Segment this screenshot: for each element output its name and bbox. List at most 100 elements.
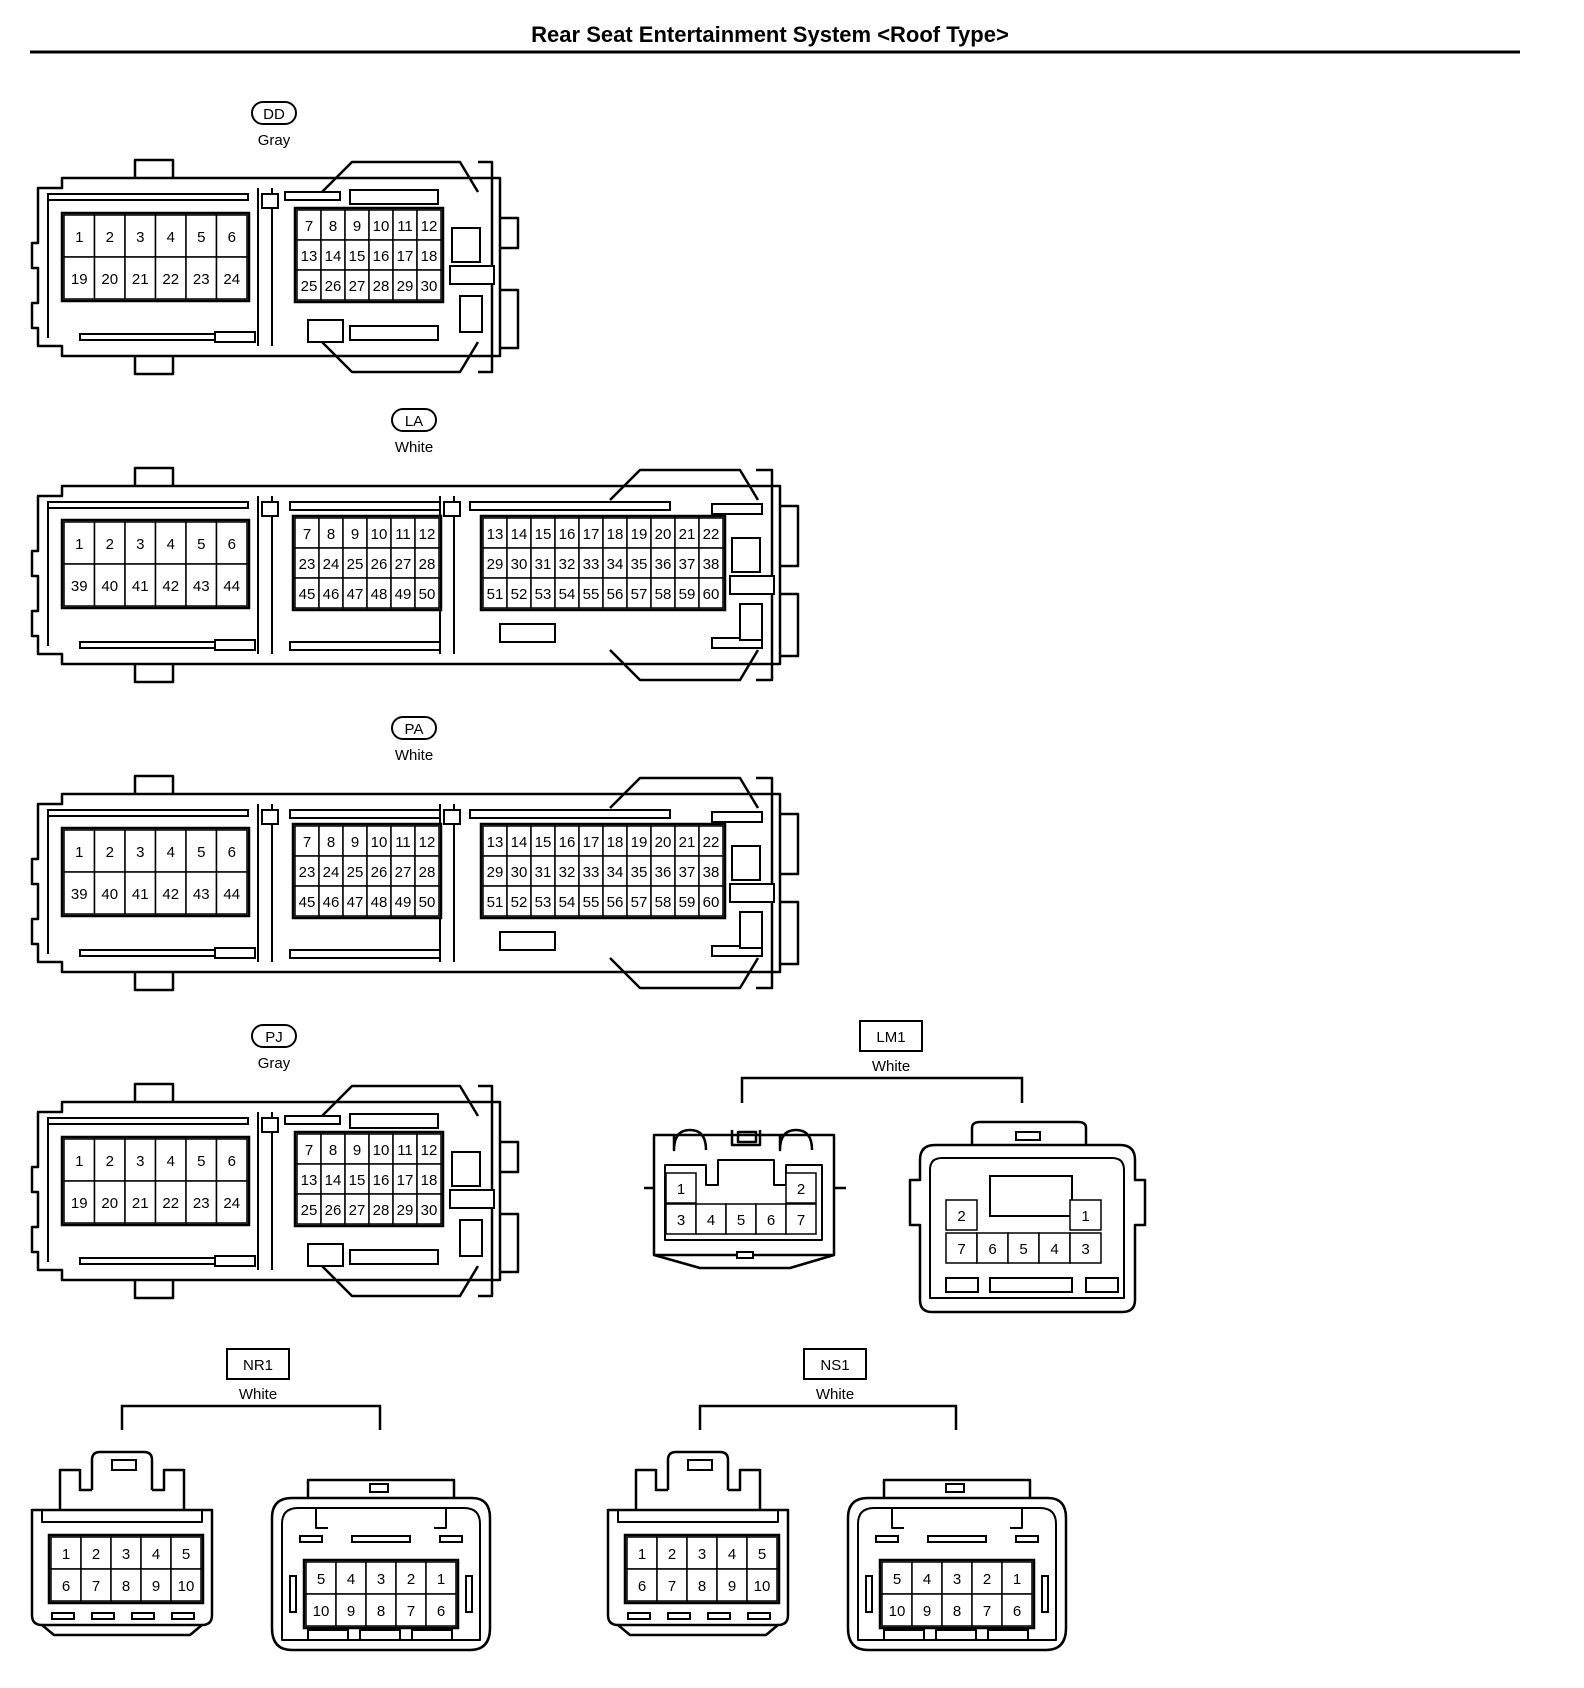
slot — [284, 191, 341, 201]
slot — [369, 1483, 389, 1493]
pin-number: 7 — [305, 218, 313, 235]
pin-number: 9 — [347, 1603, 355, 1620]
pin-cell — [154, 214, 187, 258]
pin-number: 18 — [421, 1172, 438, 1189]
pin-number: 4 — [923, 1571, 931, 1588]
connector-lm1-male — [644, 1128, 846, 1270]
hook — [672, 1128, 814, 1152]
pin-cell — [698, 577, 724, 609]
pin-number: 1 — [75, 844, 83, 861]
pin-number: 16 — [373, 248, 390, 265]
pin-cell — [93, 829, 126, 873]
slot — [687, 1459, 713, 1471]
pin-cell — [368, 209, 394, 241]
pin-number: 11 — [397, 1142, 413, 1159]
slot — [707, 1612, 731, 1620]
pin-cell — [215, 563, 248, 607]
pin-cell — [154, 829, 187, 873]
pin-number: 11 — [395, 526, 411, 543]
pin-cell — [416, 1133, 442, 1165]
pin-number: 30 — [511, 556, 528, 573]
pin-number: 45 — [299, 894, 316, 911]
label-la: LA White — [391, 408, 437, 456]
rail-slot — [289, 501, 441, 511]
pin-number: 20 — [101, 271, 118, 288]
pin-number: 11 — [397, 218, 413, 235]
pin-cell — [318, 825, 344, 857]
pin-cell — [530, 885, 556, 917]
pin-number: 28 — [373, 1202, 390, 1219]
pin-number: 10 — [754, 1578, 771, 1595]
body-outline — [321, 160, 480, 193]
pin-number: 16 — [559, 834, 576, 851]
pin-number: 4 — [167, 536, 175, 553]
pin-number: 6 — [228, 536, 236, 553]
pin-number: 27 — [349, 278, 366, 295]
pin-number: 55 — [583, 586, 600, 603]
label-ns1: NS1 White — [698, 1348, 958, 1430]
body-outline — [908, 1143, 1147, 1314]
pin-number: 1 — [75, 536, 83, 553]
body-outline — [133, 1082, 175, 1102]
pin-number: 44 — [223, 578, 240, 595]
body-outline — [270, 1496, 492, 1652]
pin-number: 4 — [728, 1546, 736, 1563]
pin-number: 50 — [419, 894, 436, 911]
pin-number: 1 — [62, 1546, 70, 1563]
pin-cell — [425, 1593, 457, 1627]
pin-cell — [390, 885, 416, 917]
pin-number: 1 — [638, 1546, 646, 1563]
pin-cell — [368, 269, 394, 301]
label-pa: PA White — [391, 716, 437, 764]
pin-number: 2 — [407, 1571, 415, 1588]
pin-number: 9 — [728, 1578, 736, 1595]
body-outline — [846, 1496, 1068, 1652]
pin-cell — [110, 1568, 142, 1602]
pin-cell — [554, 825, 580, 857]
pin-number: 2 — [983, 1571, 991, 1588]
label-lm1: LM1 White — [740, 1020, 1024, 1103]
slot — [499, 623, 556, 643]
pin-cell — [124, 1138, 157, 1182]
pin-number: 3 — [377, 1571, 385, 1588]
pin-number: 7 — [983, 1603, 991, 1620]
pin-number: 1 — [677, 1181, 685, 1198]
pin-number: 29 — [487, 864, 504, 881]
body-outline — [609, 468, 760, 501]
pin-number: 3 — [136, 229, 144, 246]
pin-number: 60 — [703, 894, 720, 911]
pin-number: 52 — [511, 894, 528, 911]
pin-number: 16 — [559, 526, 576, 543]
pin-cell — [482, 547, 508, 579]
slot — [739, 911, 763, 949]
pin-number: 5 — [893, 1571, 901, 1588]
pin-cell — [506, 577, 532, 609]
body-outline — [609, 776, 760, 809]
pin-cell — [63, 563, 96, 607]
body-outline — [30, 1100, 502, 1282]
slot — [443, 809, 461, 825]
pin-number: 16 — [373, 1172, 390, 1189]
pin-number: 29 — [397, 278, 414, 295]
body-outline — [500, 1140, 520, 1274]
pin-number: 38 — [703, 864, 720, 881]
pin-number: 25 — [301, 1202, 318, 1219]
pin-cell — [342, 885, 368, 917]
pin-number: 33 — [583, 556, 600, 573]
pin-number: 30 — [421, 1202, 438, 1219]
connector-pa — [30, 774, 800, 992]
pin-cell — [725, 1203, 757, 1235]
slot — [349, 325, 439, 341]
body-outline — [30, 792, 782, 974]
pin-number: 6 — [767, 1212, 775, 1229]
pin-number: 27 — [349, 1202, 366, 1219]
slot — [711, 811, 763, 823]
pin-number: 7 — [407, 1603, 415, 1620]
pin-number: 26 — [371, 864, 388, 881]
pin-number: 21 — [679, 526, 696, 543]
label-dd-code: DD — [263, 106, 285, 123]
pin-number: 9 — [353, 1142, 361, 1159]
